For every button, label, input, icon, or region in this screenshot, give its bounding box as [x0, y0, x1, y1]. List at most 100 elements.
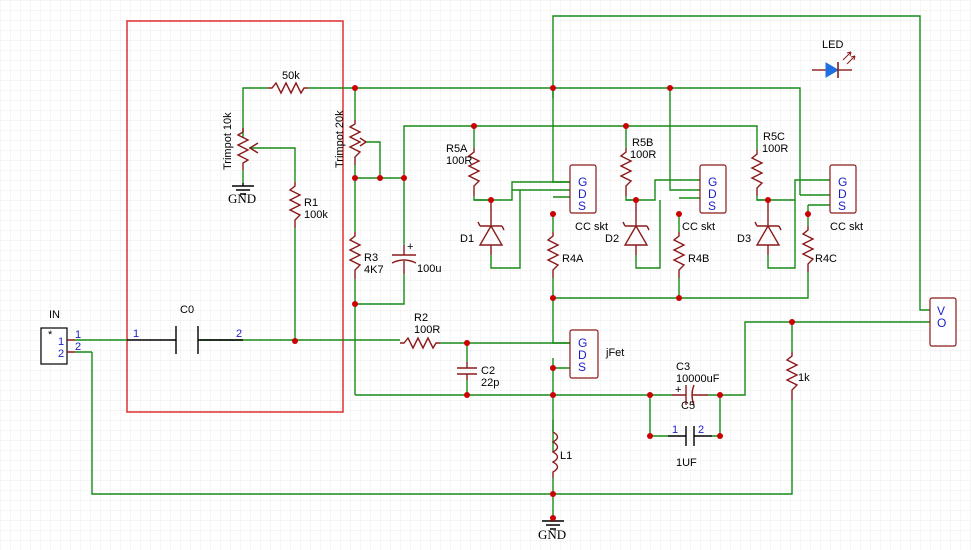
r1-ref: R1	[304, 197, 318, 209]
resistor-r1[interactable]: R1 100k	[288, 182, 328, 228]
l1-ref: L1	[560, 450, 572, 462]
cc3-label: CC skt	[830, 221, 863, 233]
r4c-ref: R4C	[815, 253, 837, 265]
trimpot-20k[interactable]: Trimpot 20k	[334, 110, 367, 168]
capacitor-c0[interactable]: C0 1 2	[127, 304, 243, 354]
in-pin2: 2	[58, 348, 64, 360]
c3-ref: C3	[676, 361, 690, 373]
r5c-value: 100R	[762, 143, 788, 155]
led-label: LED	[822, 39, 843, 51]
cc3-s: S	[838, 199, 846, 213]
diode-d3[interactable]: D3	[737, 200, 782, 255]
capacitor-c3[interactable]: C3 10000uF +	[672, 361, 720, 406]
trimpot1-label: Trimpot 10k	[222, 112, 234, 170]
cc1-d: D	[578, 187, 587, 201]
r1-value: 100k	[304, 209, 328, 221]
cc-socket-2[interactable]: G D S CC skt	[682, 164, 727, 233]
in-wire-pin2: 2	[75, 341, 81, 353]
r5a-value: 100R	[446, 155, 472, 167]
cc2-label: CC skt	[682, 221, 715, 233]
r2-ref: R2	[414, 312, 428, 324]
r5c-ref: R5C	[763, 131, 785, 143]
r3-value: 4K7	[364, 264, 384, 276]
capacitor-c2[interactable]: C2 22p	[457, 362, 499, 389]
trimpot-10k[interactable]: Trimpot 10k	[222, 112, 259, 170]
c100u-plus: +	[407, 241, 413, 253]
jfet-label: jFet	[605, 347, 624, 359]
c0-label: C0	[180, 304, 194, 316]
led-indicator[interactable]: LED	[812, 39, 856, 78]
gnd2-label: GND	[538, 527, 566, 542]
c3-plus: +	[675, 384, 681, 396]
capacitor-c5[interactable]: C5 1 2 1UF	[668, 400, 712, 469]
cc-socket-3[interactable]: G D S CC skt	[829, 164, 863, 233]
r5b-ref: R5B	[632, 137, 653, 149]
r1k-value: 1k	[798, 372, 810, 384]
cc1-s: S	[578, 199, 586, 213]
cc3-g: G	[838, 175, 847, 189]
resistor-r2[interactable]: R2 100R	[400, 312, 440, 350]
trimpot2-label: Trimpot 20k	[334, 110, 346, 168]
cc2-g: G	[708, 175, 717, 189]
diode-d1[interactable]: D1	[460, 200, 505, 255]
resistor-r4b[interactable]: R4B	[672, 232, 709, 278]
r50k-label: 50k	[282, 70, 300, 82]
cc1-label: CC skt	[575, 221, 608, 233]
in-connector[interactable]: IN * 1 2 1 2	[40, 309, 81, 365]
vo-v: V	[937, 304, 945, 318]
c2-value: 22p	[481, 377, 499, 389]
capacitor-100u[interactable]: + 100u	[391, 241, 441, 275]
c5-pin1: 1	[672, 424, 678, 436]
c5-ref: C5	[681, 400, 695, 412]
resistor-r5a[interactable]: R5A 100R	[446, 143, 481, 196]
r4a-ref: R4A	[562, 253, 584, 265]
jfet-g: G	[578, 336, 587, 350]
cc-socket-1[interactable]: G D S CC skt	[569, 164, 608, 233]
diode-d2[interactable]: D2	[605, 200, 650, 255]
cc3-d: D	[838, 187, 847, 201]
c100u-value: 100u	[417, 263, 441, 275]
c0-pin1: 1	[133, 328, 139, 340]
c5-value: 1UF	[676, 457, 697, 469]
in-wire-pin1: 1	[75, 329, 81, 341]
jfet-socket[interactable]: G D S jFet	[569, 329, 624, 379]
inductor-l1[interactable]: L1	[551, 420, 572, 478]
resistor-1k[interactable]: 1k	[785, 352, 810, 400]
d1-ref: D1	[460, 233, 474, 245]
c0-pin2: 2	[236, 328, 242, 340]
cc2-d: D	[708, 187, 717, 201]
resistor-r4a[interactable]: R4A	[546, 232, 584, 278]
wires	[75, 15, 930, 518]
gnd1-label: GND	[228, 191, 256, 206]
vo-connector[interactable]: V O	[929, 297, 957, 347]
jfet-d: D	[578, 348, 587, 362]
resistor-r3[interactable]: R3 4K7	[348, 232, 384, 279]
c3-value: 10000uF	[676, 373, 720, 385]
ground-symbol-1: GND	[228, 183, 256, 206]
c2-ref: C2	[481, 365, 495, 377]
c5-pin2: 2	[698, 424, 704, 436]
resistor-50k[interactable]: 50k	[268, 70, 308, 95]
selection-box[interactable]	[126, 20, 344, 413]
vo-o: O	[937, 316, 946, 330]
resistor-r5b[interactable]: R5B 100R	[619, 137, 656, 196]
junctions	[292, 85, 811, 521]
d3-ref: D3	[737, 233, 751, 245]
jfet-s: S	[578, 360, 586, 374]
ground-symbol-2: GND	[538, 518, 566, 542]
cc1-g: G	[578, 175, 587, 189]
in-label: IN	[49, 309, 60, 321]
resistor-r5c[interactable]: R5C 100R	[750, 131, 788, 196]
in-pin1: 1	[58, 336, 64, 348]
cc2-s: S	[708, 199, 716, 213]
r3-ref: R3	[364, 252, 378, 264]
d2-ref: D2	[605, 233, 619, 245]
in-star: *	[48, 329, 53, 341]
r4b-ref: R4B	[688, 253, 709, 265]
r5a-ref: R5A	[446, 143, 468, 155]
r5b-value: 100R	[630, 149, 656, 161]
resistor-r4c[interactable]: R4C	[801, 226, 837, 272]
